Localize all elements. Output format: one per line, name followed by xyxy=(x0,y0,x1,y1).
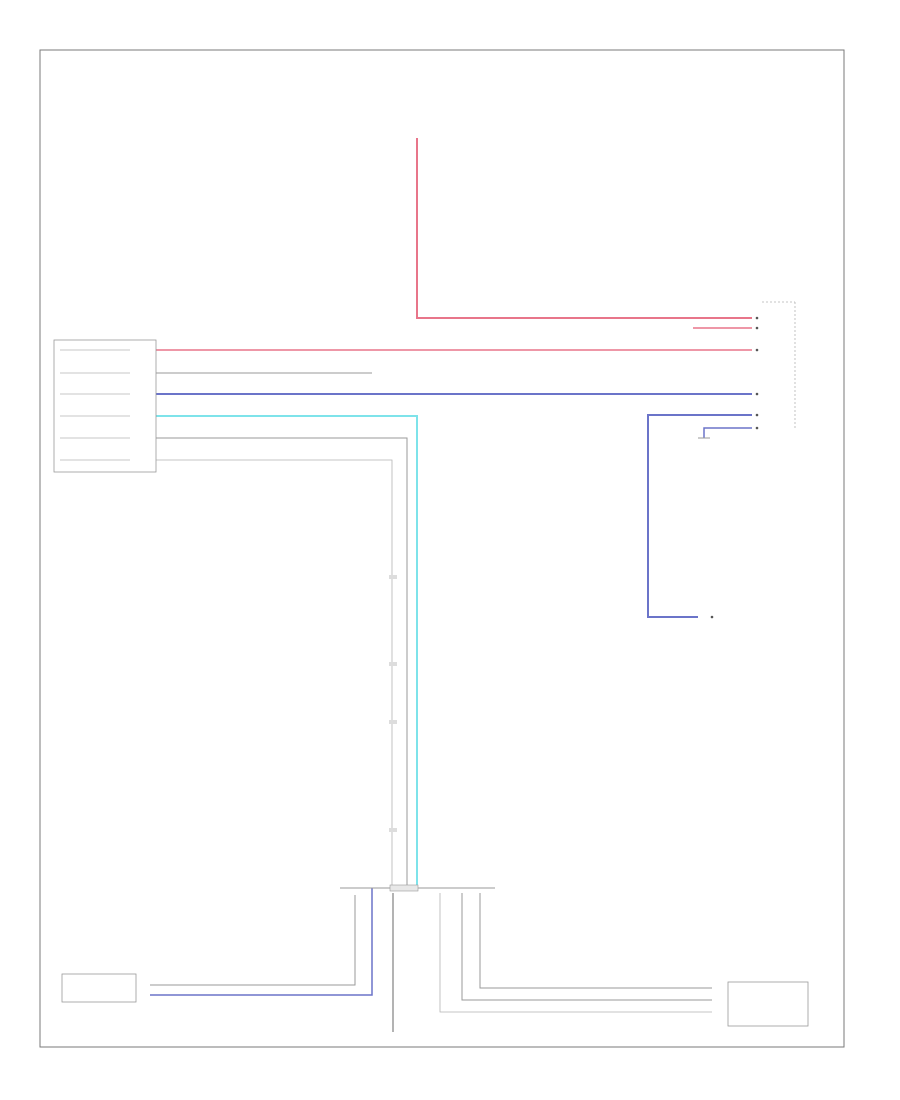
splice-stack xyxy=(389,575,397,832)
antenna-blue-wire xyxy=(647,414,752,618)
terminal xyxy=(755,316,759,320)
radio-control-module-box xyxy=(53,339,157,473)
terminal xyxy=(755,426,759,430)
left-front-speaker xyxy=(755,392,759,430)
antenna-amplifier xyxy=(710,615,714,619)
diagram-border xyxy=(39,49,845,1048)
radio-gray-wire-3 xyxy=(154,459,393,888)
terminal xyxy=(710,615,714,619)
wires xyxy=(150,138,752,1032)
right-module-wire-2 xyxy=(461,893,712,1001)
ground-blue-wire xyxy=(703,427,752,438)
radio-gray-wire-2 xyxy=(154,437,408,888)
bottom-right-module-box xyxy=(727,981,809,1027)
right-module-wire-3 xyxy=(439,893,712,1013)
right-module-wire-1 xyxy=(479,893,712,989)
terminal xyxy=(755,413,759,417)
terminal xyxy=(755,348,759,352)
power-feed-wire xyxy=(416,138,752,319)
radio-cyan-wire xyxy=(154,415,418,888)
bottom-right-module xyxy=(727,981,809,1027)
left-rear-speaker xyxy=(755,301,796,428)
splice-marker xyxy=(389,720,397,724)
module-blue-wire xyxy=(150,888,373,996)
splice-marker xyxy=(389,662,397,666)
terminal xyxy=(755,392,759,396)
bottom-left-module xyxy=(61,973,137,1003)
terminal xyxy=(755,326,759,330)
radio-control-module xyxy=(53,339,157,473)
splice-marker xyxy=(389,828,397,832)
module-gray-wire xyxy=(150,895,356,986)
splice xyxy=(340,884,495,892)
bottom-left-module-box xyxy=(61,973,137,1003)
splice-node xyxy=(389,884,419,892)
splice-marker xyxy=(389,575,397,579)
